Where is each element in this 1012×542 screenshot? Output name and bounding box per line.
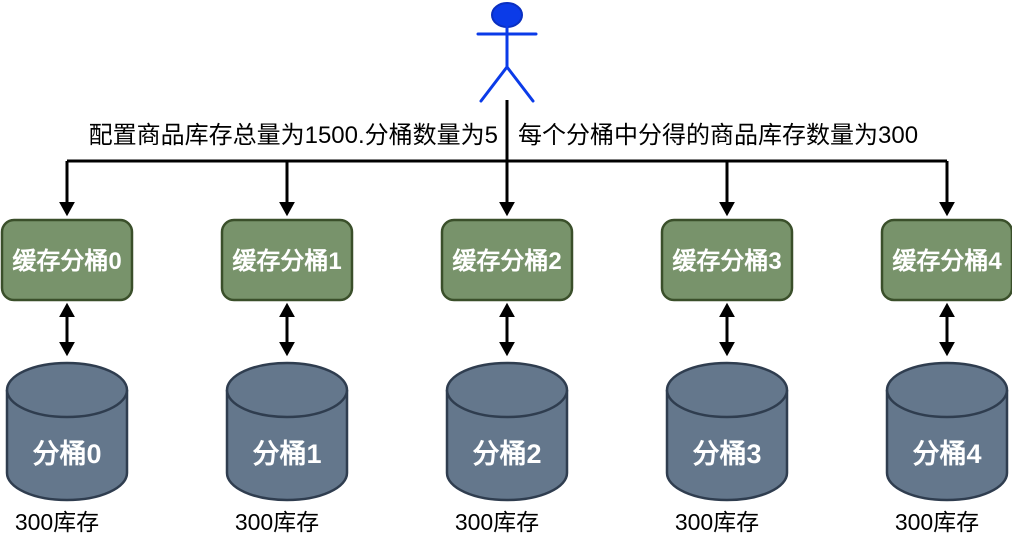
bucket-column-0: 缓存分桶0 分桶0 300库存: [0, 218, 134, 535]
cache-bucket-label: 缓存分桶2: [452, 247, 561, 275]
db-cylinder-top: [5, 361, 129, 419]
cache-bucket-box: [660, 218, 794, 302]
cache-bucket-label: 缓存分桶1: [232, 247, 341, 275]
actor-head: [491, 2, 523, 28]
bucket-column-1: 缓存分桶1 分桶1 300库存: [220, 218, 354, 535]
db-cylinder: 分桶0: [5, 361, 129, 502]
stock-count-label: 300库存: [675, 509, 759, 535]
actor-legs: [479, 64, 535, 103]
bucket-column-3: 缓存分桶3 分桶3 300库存: [660, 218, 794, 535]
cache-bucket-label: 缓存分桶3: [672, 247, 781, 275]
db-cylinder-body: [445, 390, 569, 502]
stock-count-label: 300库存: [15, 509, 99, 535]
db-bucket-label: 分桶3: [692, 439, 761, 469]
db-cylinder: 分桶1: [225, 361, 349, 502]
db-bucket-label: 分桶2: [472, 439, 541, 469]
db-cylinder: 分桶3: [665, 361, 789, 502]
cache-bucket-label: 缓存分桶0: [12, 247, 121, 275]
cache-bucket-box: [220, 218, 354, 302]
bucket-column-4: 缓存分桶4 分桶4 300库存: [880, 218, 1012, 535]
annotation-right: 每个分桶中分得的商品库存数量为300: [518, 122, 918, 149]
stock-count-label: 300库存: [895, 509, 979, 535]
cache-bucket-box: [0, 218, 134, 302]
annotation-left: 配置商品库存总量为1500.分桶数量为5: [89, 122, 498, 149]
db-cylinder-body: [5, 390, 129, 502]
cache-bucket-label: 缓存分桶4: [892, 247, 1002, 275]
db-cylinder-top: [445, 361, 569, 419]
db-cylinder-body: [885, 390, 1009, 502]
db-cylinder-top: [665, 361, 789, 419]
db-cylinder: 分桶4: [885, 361, 1009, 502]
db-bucket-label: 分桶0: [32, 439, 101, 469]
actor-icon: [476, 2, 538, 103]
db-cylinder-top: [885, 361, 1009, 419]
db-bucket-label: 分桶4: [912, 439, 981, 469]
db-cylinder-top: [225, 361, 349, 419]
stock-count-label: 300库存: [235, 509, 319, 535]
db-cylinder-body: [225, 390, 349, 502]
db-bucket-label: 分桶1: [252, 439, 321, 469]
cache-bucket-box: [880, 218, 1012, 302]
db-cylinder-body: [665, 390, 789, 502]
stock-count-label: 300库存: [455, 509, 539, 535]
cache-bucket-box: [440, 218, 574, 302]
bucket-column-2: 缓存分桶2 分桶2 300库存: [440, 218, 574, 535]
db-cylinder: 分桶2: [445, 361, 569, 502]
